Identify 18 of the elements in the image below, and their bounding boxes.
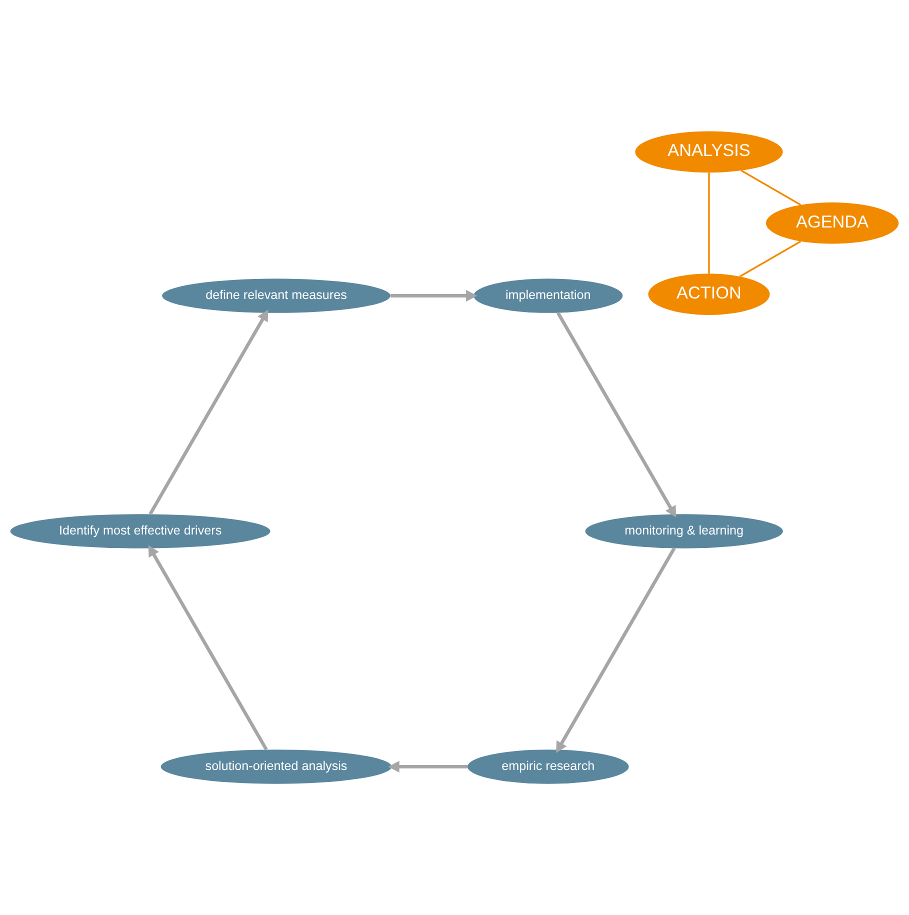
node-ellipse: solution-oriented analysis — [160, 750, 392, 784]
arrow — [148, 310, 268, 515]
node-ellipse: define relevant measures — [162, 278, 390, 313]
arrow — [388, 760, 468, 773]
node-ellipse: implementation — [474, 278, 623, 313]
connector — [708, 172, 710, 274]
node-ellipse: monitoring & learning — [585, 514, 783, 548]
arrow — [556, 547, 676, 753]
node-ellipse: AGENDA — [766, 202, 899, 244]
node-ellipse: ANALYSIS — [635, 131, 783, 173]
connector — [740, 170, 802, 206]
arrow — [390, 290, 478, 302]
node-ellipse: ACTION — [648, 274, 770, 315]
connector — [739, 240, 802, 278]
node-ellipse: Identify most effective drivers — [10, 514, 270, 548]
arrow — [556, 312, 676, 518]
arrow — [148, 545, 268, 750]
node-ellipse: empiric research — [467, 750, 629, 784]
